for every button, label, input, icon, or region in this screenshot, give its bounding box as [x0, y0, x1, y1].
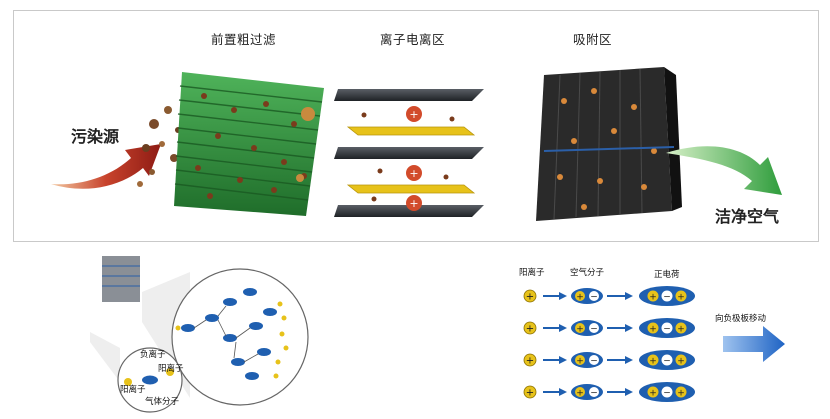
legend-cation-header: 阳离子 — [519, 268, 545, 278]
clean-air-label: 洁净空气 — [715, 207, 780, 226]
left-ion-label: 阳离子 — [120, 385, 146, 395]
clean-air-arrow-icon — [666, 146, 782, 195]
move-arrow-icon — [723, 326, 785, 362]
legend-positive-charge-header: 正电荷 — [654, 270, 680, 280]
ion-magnifier-diagram — [90, 256, 309, 413]
stage-adsorption-title: 吸附区 — [573, 32, 613, 47]
positive-ion-label: 阳离子 — [158, 364, 184, 374]
stage-prefilter-title: 前置粗过滤 — [211, 32, 277, 47]
ion-legend-rows: + + − + − + — [523, 285, 785, 403]
legend-air-molecule-header: 空气分子 — [570, 268, 605, 278]
svg-text:+: + — [409, 167, 418, 180]
pollution-arrow-icon — [51, 144, 161, 189]
gas-molecule-label: 气体分子 — [145, 397, 180, 407]
negative-ion-label: 负离子 — [140, 350, 166, 360]
pollution-source-label: 污染源 — [71, 127, 120, 146]
svg-text:+: + — [409, 108, 418, 121]
prefilter-mesh — [174, 72, 324, 216]
process-panel: 前置粗过滤 离子电离区 吸附区 污染源 洁净空气 — [13, 10, 819, 242]
adsorption-module — [536, 67, 682, 221]
ionization-plates: + + + — [334, 89, 484, 217]
legend-move-label: 向负极板移动 — [715, 314, 767, 324]
stage-ionization-title: 离子电离区 — [380, 32, 446, 47]
svg-text:+: + — [409, 197, 418, 210]
